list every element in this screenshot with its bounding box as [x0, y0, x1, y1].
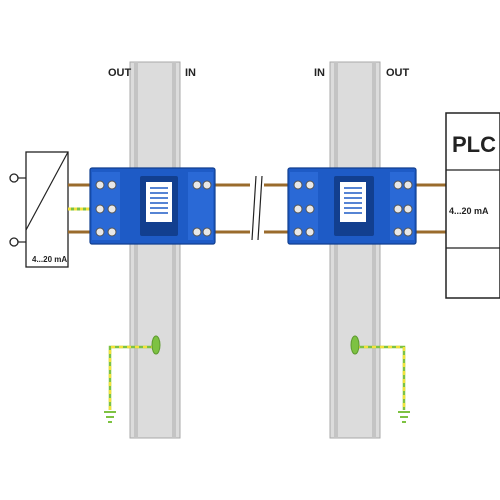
- wires-module-to-plc: [414, 183, 446, 234]
- terminal-screws-right-in: [293, 180, 315, 237]
- earth-ground-icon: [398, 411, 410, 423]
- terminal-screws-left-in: [192, 180, 212, 237]
- label-right-out: OUT: [386, 67, 410, 79]
- terminal-bottom-icon: [9, 237, 19, 247]
- ground-wire-left: [104, 335, 161, 423]
- earth-ground-icon: [104, 411, 116, 423]
- ground-wire-right: [350, 335, 410, 423]
- terminal-top-icon: [9, 173, 19, 183]
- double-slash-break-icon: [250, 174, 264, 242]
- din-rail-left: [129, 61, 181, 439]
- terminal-screws-right-out: [393, 180, 413, 237]
- plc-block: PLC 4...20 mA: [445, 112, 500, 299]
- ground-clamp-icon: [350, 335, 360, 355]
- surge-module-right: [287, 167, 417, 245]
- surge-module-left: [89, 167, 216, 245]
- plc-title: PLC: [452, 132, 496, 157]
- label-left-out: OUT: [108, 67, 132, 79]
- din-rail-right: [329, 61, 381, 439]
- sensor-signal-label: 4...20 mA: [32, 255, 67, 264]
- label-left-in: IN: [185, 67, 196, 79]
- signal-source: 4...20 mA: [9, 151, 69, 268]
- terminal-screws-left-out: [95, 180, 117, 237]
- ground-clamp-icon: [151, 335, 161, 355]
- plc-signal-label: 4...20 mA: [449, 206, 489, 216]
- label-right-in: IN: [314, 67, 325, 79]
